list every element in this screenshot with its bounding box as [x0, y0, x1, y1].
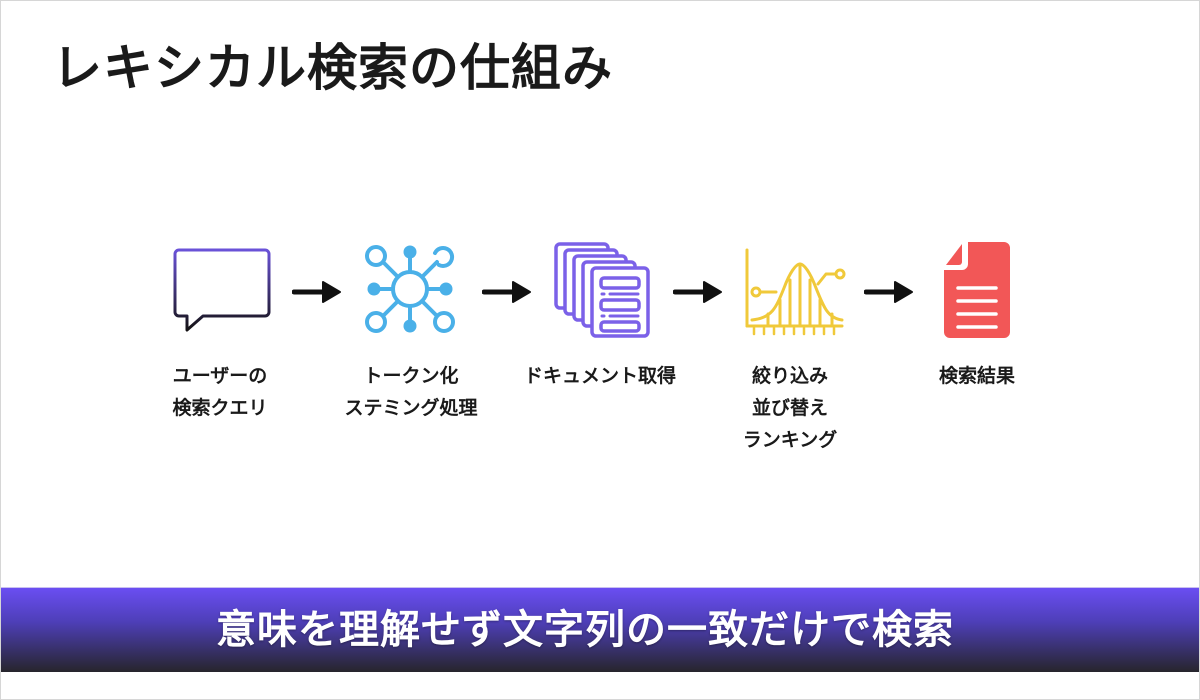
arrow-right-icon	[864, 280, 914, 304]
step-label-line: ステミング処理	[344, 397, 478, 419]
step-label-line: トークン化	[363, 365, 459, 387]
step-label-line: 検索クエリ	[172, 397, 268, 419]
step-label-line: ドキュメント取得	[523, 365, 676, 387]
step-label-tokenize: トークン化 ステミング処理	[311, 360, 511, 424]
summary-banner-text: 意味を理解せず文字列の一致だけで検索	[216, 607, 954, 653]
arrow-right-icon	[482, 280, 532, 304]
summary-banner: 意味を理解せず文字列の一致だけで検索	[1, 587, 1199, 672]
step-label-line: ユーザーの	[172, 365, 268, 387]
arrow-right-icon	[673, 280, 723, 304]
bell-curve-chart-icon	[738, 238, 848, 343]
document-stack-icon	[548, 238, 658, 343]
step-label-rank: 絞り込み 並び替え ランキング	[690, 360, 890, 456]
step-label-line: 並び替え	[751, 397, 828, 419]
step-label-query: ユーザーの 検索クエリ	[120, 360, 320, 424]
speech-bubble-icon	[165, 240, 275, 345]
step-label-line: ランキング	[742, 429, 838, 451]
page-title: レキシカル検索の仕組み	[52, 39, 613, 97]
result-document-icon	[922, 238, 1032, 343]
step-label-line: 絞り込み	[751, 365, 828, 387]
arrow-right-icon	[292, 280, 342, 304]
step-label-results: 検索結果	[877, 360, 1077, 392]
step-label-retrieve: ドキュメント取得	[500, 360, 700, 392]
network-hub-icon	[355, 237, 465, 342]
step-label-line: 検索結果	[938, 365, 1015, 387]
